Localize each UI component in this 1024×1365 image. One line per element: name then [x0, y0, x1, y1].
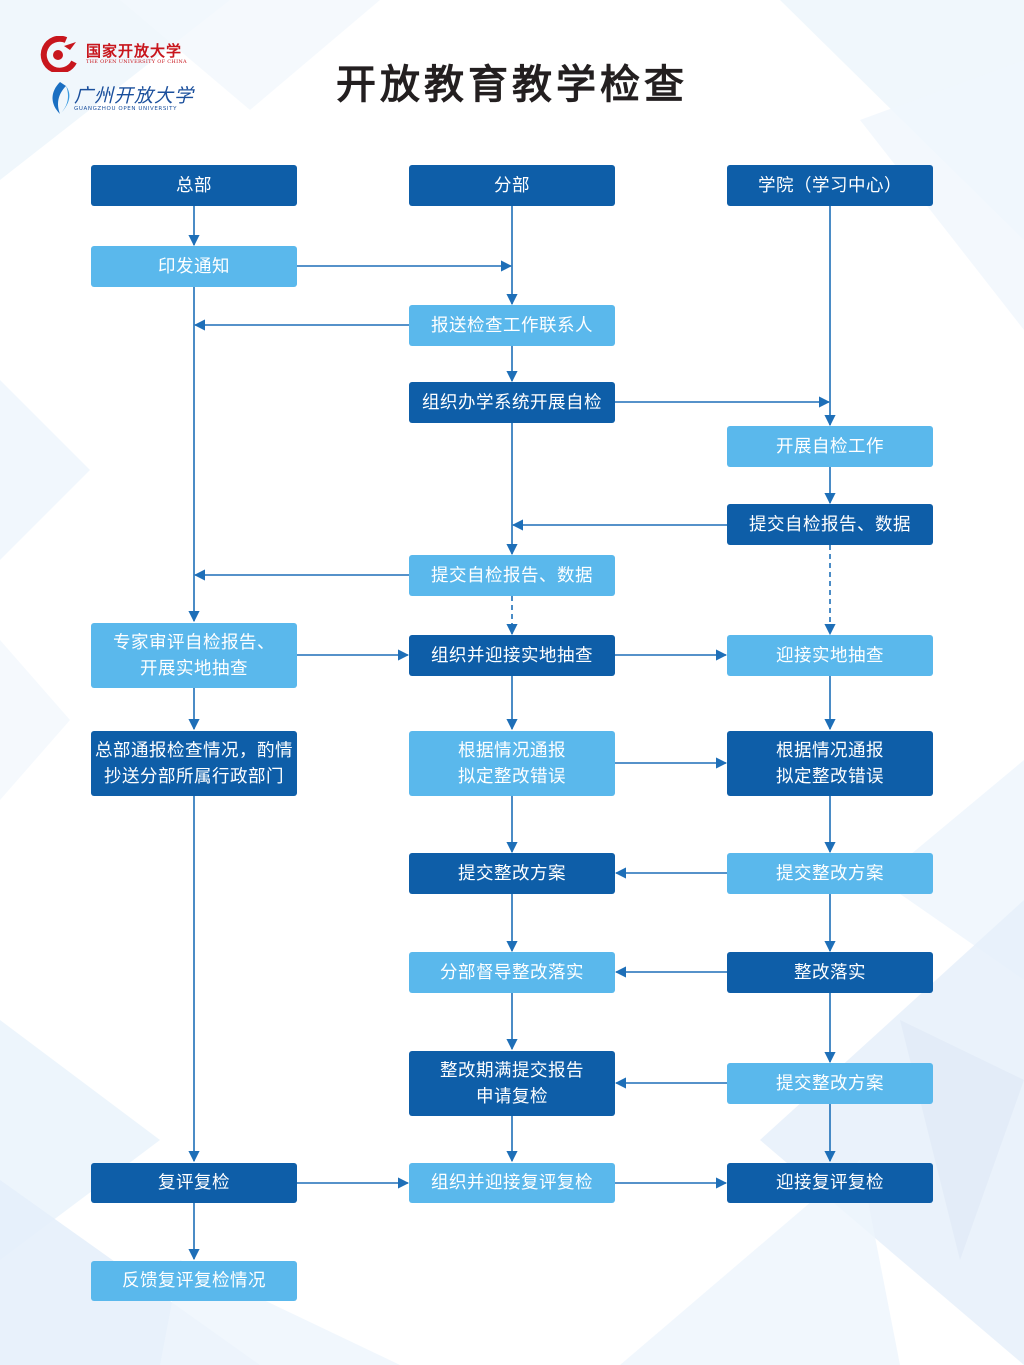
- step-hq-notice: 印发通知: [91, 246, 297, 287]
- column-header-branch: 分部: [409, 165, 615, 206]
- step-college-recheck-label: 迎接复评复检: [776, 1173, 884, 1193]
- logo-secondary-text: 广州开放大学: [74, 85, 195, 107]
- step-college-implement-label: 整改落实: [794, 962, 866, 983]
- step-branch-recheck-line2: 申请复检: [476, 1086, 548, 1107]
- step-hq-feedback: 反馈复评复检情况: [91, 1261, 297, 1301]
- logo-primary-english: THE OPEN UNIVERSITY OF CHINA: [86, 59, 187, 65]
- column-header-hq: 总部: [91, 165, 297, 206]
- step-college-submit-plan2: 提交整改方案: [727, 1063, 933, 1104]
- step-college-fix-line1: 根据情况通报: [776, 740, 884, 761]
- step-college-submit-report-label: 提交自检报告、数据: [749, 514, 911, 535]
- step-branch-fix: 根据情况通报 拟定整改错误: [409, 731, 615, 796]
- column-header-hq-label: 总部: [176, 175, 212, 196]
- step-hq-report-line1: 总部通报检查情况，酌情: [95, 740, 293, 761]
- step-college-submit-plan: 提交整改方案: [727, 853, 933, 894]
- logo-primary-text: 国家开放大学: [86, 42, 183, 60]
- column-header-branch-label: 分部: [494, 175, 530, 196]
- step-branch-fix-line1: 根据情况通报: [458, 740, 566, 761]
- column-header-college: 学院（学习中心）: [727, 165, 933, 206]
- step-hq-recheck-label: 复评复检: [158, 1173, 230, 1193]
- step-branch-contact: 报送检查工作联系人: [409, 305, 615, 346]
- logo-secondary-english: GUANGZHOU OPEN UNIVERSITY: [74, 106, 178, 112]
- step-college-implement: 整改落实: [727, 952, 933, 993]
- step-college-fix-line2: 拟定整改错误: [776, 766, 884, 787]
- page-title: 开放教育教学检查: [336, 61, 688, 108]
- step-branch-contact-label: 报送检查工作联系人: [431, 315, 593, 336]
- step-college-self-check-label: 开展自检工作: [776, 436, 884, 457]
- step-college-fix: 根据情况通报 拟定整改错误: [727, 731, 933, 796]
- step-branch-organize: 组织办学系统开展自检: [409, 382, 615, 423]
- step-branch-supervise-label: 分部督导整改落实: [440, 962, 584, 983]
- step-college-submit-plan-label: 提交整改方案: [776, 863, 884, 884]
- step-branch-submit-plan: 提交整改方案: [409, 853, 615, 894]
- step-college-submit-plan2-label: 提交整改方案: [776, 1073, 884, 1094]
- step-branch-recheck-label: 组织并迎接复评复检: [431, 1173, 593, 1193]
- step-hq-review-line2: 开展实地抽查: [140, 658, 248, 679]
- step-college-submit-report: 提交自检报告、数据: [727, 504, 933, 545]
- step-hq-review-line1: 专家审评自检报告、: [113, 632, 275, 653]
- step-branch-submit-report: 提交自检报告、数据: [409, 555, 615, 596]
- column-header-college-label: 学院（学习中心）: [758, 175, 902, 196]
- step-branch-site-check-label: 组织并迎接实地抽查: [431, 645, 593, 666]
- step-branch-submit-plan-label: 提交整改方案: [458, 863, 566, 884]
- step-hq-recheck: 复评复检: [91, 1163, 297, 1203]
- step-college-site-check-label: 迎接实地抽查: [776, 645, 884, 666]
- step-college-self-check: 开展自检工作: [727, 426, 933, 467]
- step-branch-recheck: 组织并迎接复评复检: [409, 1163, 615, 1203]
- step-branch-submit-report-label: 提交自检报告、数据: [431, 565, 593, 586]
- step-branch-fix-line2: 拟定整改错误: [458, 766, 566, 787]
- step-hq-feedback-label: 反馈复评复检情况: [122, 1271, 266, 1291]
- step-branch-supervise: 分部督导整改落实: [409, 952, 615, 993]
- logo-group: 国家开放大学 THE OPEN UNIVERSITY OF CHINA 广州开放…: [40, 32, 200, 122]
- step-college-recheck: 迎接复评复检: [727, 1163, 933, 1203]
- step-college-site-check: 迎接实地抽查: [727, 635, 933, 676]
- step-branch-recheck-apply: 整改期满提交报告 申请复检: [409, 1051, 615, 1116]
- step-branch-organize-label: 组织办学系统开展自检: [422, 392, 602, 413]
- step-hq-report-line2: 抄送分部所属行政部门: [104, 766, 284, 787]
- step-hq-report: 总部通报检查情况，酌情 抄送分部所属行政部门: [91, 731, 297, 796]
- step-hq-review: 专家审评自检报告、 开展实地抽查: [91, 623, 297, 688]
- step-hq-notice-label: 印发通知: [158, 256, 230, 277]
- step-branch-site-check: 组织并迎接实地抽查: [409, 635, 615, 676]
- step-branch-recheck-line1: 整改期满提交报告: [440, 1060, 584, 1081]
- ouc-logo-icon: [40, 36, 77, 72]
- gzou-logo-icon: [52, 82, 70, 114]
